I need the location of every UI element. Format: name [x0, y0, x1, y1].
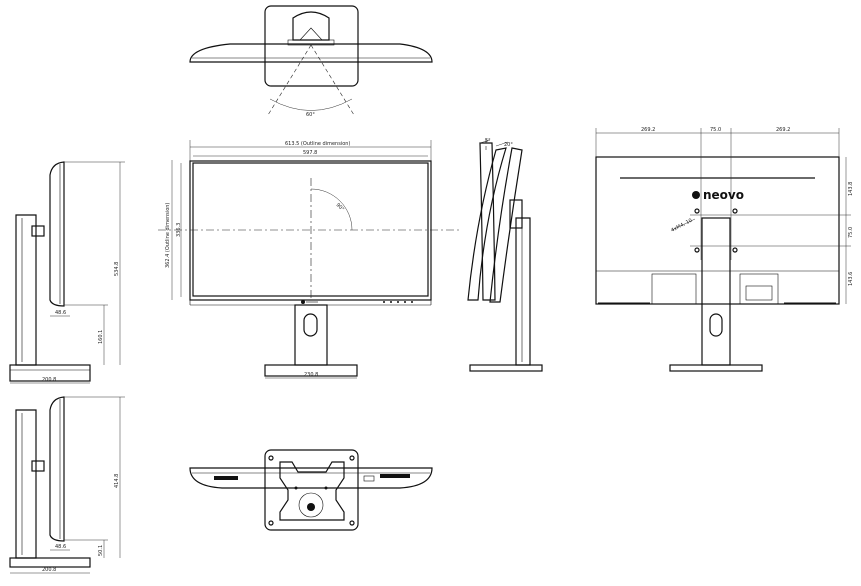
front-button-4: [404, 301, 406, 303]
screen-width-label: 597.8: [303, 150, 317, 156]
base-clear-label: 50.1: [98, 545, 104, 556]
front-view: 613.5 (Outline dimension) 597.8 362.4 (O…: [158, 140, 460, 379]
side-stand-max: [15, 214, 37, 366]
back-io-port: [745, 285, 773, 301]
front-buttons: [383, 301, 413, 303]
top-view-panel: [189, 43, 433, 63]
tilt-view: 5° 20°: [467, 138, 543, 372]
side-base-min: [9, 557, 91, 568]
top-view: 60°: [189, 5, 433, 118]
back-stand-neck: [701, 217, 731, 366]
side-view-max: 534.8 160.1 48.6 200.8: [9, 161, 125, 384]
depth-a-label-max: 48.6: [55, 310, 66, 316]
back-bottom-offset-label: 143.6: [848, 272, 854, 286]
bottom-foot-tr: [349, 455, 355, 461]
bottom-screw-2: [324, 486, 328, 490]
bottom-base-plate: [264, 449, 359, 531]
bottom-io-ports: [380, 474, 410, 478]
vesa-hole-br: [732, 247, 738, 253]
back-brand-text: neovo: [703, 188, 744, 202]
bottom-bracket: [279, 461, 345, 521]
back-io-bay-left: [651, 273, 697, 305]
vesa-note-leader: [671, 218, 696, 231]
side-panel-min: [49, 396, 65, 542]
front-panel-screen: [192, 162, 429, 297]
back-stand-cable-hole: [709, 313, 723, 337]
bottom-pivot-ring: [298, 492, 324, 518]
side-hinge-min: [31, 460, 45, 472]
swivel-angle-label: 60°: [306, 112, 315, 118]
back-panel: [595, 156, 840, 305]
tilt-panel-forward: [467, 147, 507, 301]
back-io-bay-right: [739, 273, 779, 305]
back-top-offset-label: 143.8: [848, 182, 854, 196]
bottom-vent-left: [214, 476, 238, 480]
back-right-seg-label: 269.2: [776, 127, 790, 133]
rotation-angle-label: 90°: [335, 202, 346, 213]
top-view-hinge: [299, 27, 323, 41]
vesa-note-label: 4xM4, 10: [670, 218, 693, 234]
height-max-label: 534.8: [114, 262, 120, 276]
tilt-hinge: [509, 199, 523, 229]
bottom-panel: [189, 467, 433, 489]
rotation-arc: [310, 188, 353, 231]
vesa-hole-bl: [694, 247, 700, 253]
tilt-panel-back: [489, 147, 523, 303]
side-stand-min: [15, 409, 37, 559]
top-view-stand-neck: [292, 11, 330, 41]
back-vesa-seg-label: 75.0: [710, 127, 721, 133]
depth-a-label-min: 48.6: [55, 544, 66, 550]
back-vesa-vertical-label: 75.0: [848, 227, 854, 238]
height-adjust-label: 160.1: [98, 330, 104, 344]
back-left-seg-label: 269.2: [641, 127, 655, 133]
front-button-5: [411, 301, 413, 303]
bottom-foot-bl: [268, 520, 274, 526]
side-hinge-max: [31, 225, 45, 237]
tilt-panel-upright: [479, 142, 496, 301]
front-button-1: [383, 301, 385, 303]
bottom-io-port: [363, 475, 375, 482]
bottom-pivot-screw: [307, 503, 315, 511]
outline-height-label: 362.4 (Outline dimension): [165, 203, 171, 268]
side-panel-max: [49, 161, 65, 307]
tilt-back-label: 5°: [485, 138, 491, 144]
base-width-label: 230.8: [304, 372, 318, 378]
front-stand-base: [264, 364, 358, 377]
bottom-foot-tl: [268, 455, 274, 461]
tilt-stand: [515, 217, 531, 366]
height-min-label: 414.8: [114, 474, 120, 488]
front-stand-cable-hole: [303, 313, 318, 337]
back-view: 269.2 75.0 269.2 143.8 75.0 143.6 neovo …: [595, 127, 854, 372]
swivel-arc: [269, 98, 353, 111]
bottom-view: [189, 449, 433, 531]
side-base-max: [9, 364, 91, 382]
front-logo: [301, 300, 305, 304]
vesa-hole-tl: [694, 208, 700, 214]
bottom-screw-1: [294, 486, 298, 490]
tilt-forward-label: 20°: [504, 142, 513, 148]
back-stand-base: [669, 364, 763, 372]
vesa-hole-tr: [732, 208, 738, 214]
outline-width-label: 613.5 (Outline dimension): [285, 141, 350, 147]
base-depth-label-max: 200.8: [42, 377, 56, 383]
tilt-base: [469, 364, 543, 372]
tilt-back-tick: [479, 139, 491, 144]
base-depth-label-min: 200.8: [42, 567, 56, 573]
bottom-foot-br: [349, 520, 355, 526]
front-panel-outline: [189, 160, 432, 301]
front-button-2: [390, 301, 392, 303]
side-view-min: 414.8 50.1 48.6 200.8: [9, 396, 125, 574]
tilt-forward-tick: [495, 141, 509, 147]
front-button-3: [397, 301, 399, 303]
back-brand-logo: [692, 191, 700, 199]
